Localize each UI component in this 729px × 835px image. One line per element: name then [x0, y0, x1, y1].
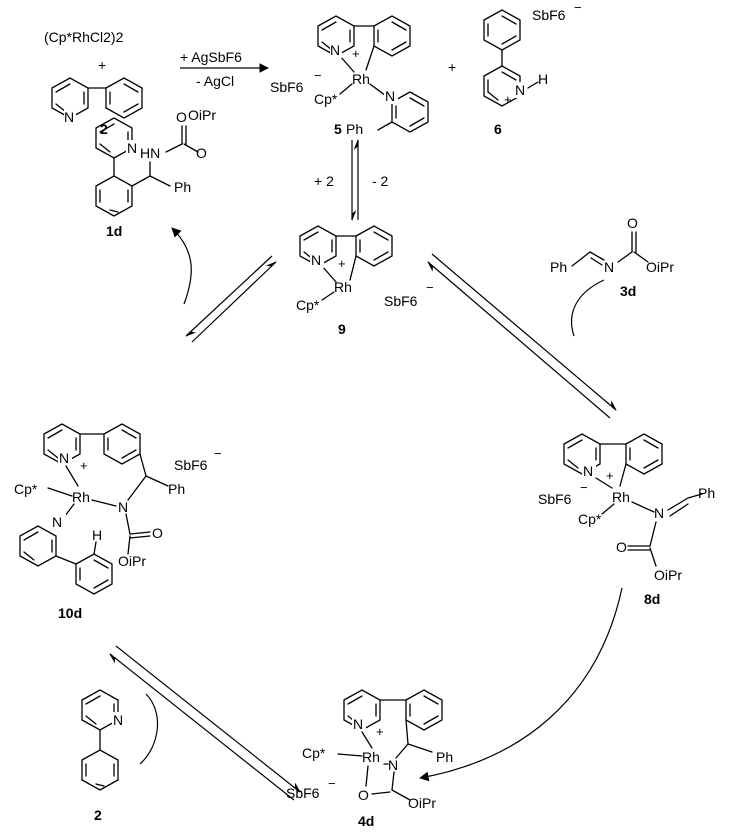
- precursor-group: (Cp*RhCl2)2 + N 2: [44, 29, 143, 137]
- complex-8d-minus: −: [580, 480, 588, 495]
- complex-10d-oipr: OiPr: [118, 553, 146, 569]
- complex-10d-plus: +: [80, 458, 88, 473]
- product-1d-oipr: OiPr: [188, 107, 216, 123]
- complex-5-n: N: [330, 42, 340, 58]
- compound-label-8d: 8d: [644, 591, 660, 607]
- complex-10d-cp: Cp*: [14, 481, 38, 497]
- complex-8d-cp: Cp*: [578, 511, 602, 527]
- complex-10d-h: H: [92, 527, 102, 543]
- activation-arrow: + AgSbF6 - AgCl: [180, 49, 269, 89]
- product-1d-ph: Ph: [174, 179, 191, 195]
- complex-5-plus: +: [352, 46, 360, 61]
- complex-10d-ph: Ph: [168, 481, 185, 497]
- complex-8d-n2: N: [654, 505, 664, 521]
- compound-label-10d: 10d: [58, 605, 82, 621]
- compound-label-2-bottom: 2: [94, 807, 102, 823]
- imine-3d-oipr: OiPr: [646, 259, 674, 275]
- equilibrium-9-8d: [427, 253, 617, 419]
- pyridinium-minus: −: [574, 0, 582, 15]
- complex-4d-o: O: [358, 787, 369, 803]
- imine-3d-n: N: [604, 259, 614, 275]
- complex-9-minus: −: [426, 280, 434, 295]
- complex-10d-minus: −: [214, 446, 222, 461]
- phenylpyridine-bottom-n: N: [113, 712, 123, 728]
- compound-label-5: 5: [334, 121, 342, 137]
- precursor-plus: +: [98, 57, 106, 73]
- complex-9-sbf6: SbF6: [384, 293, 418, 309]
- complex-10d-rh: Rh: [72, 489, 90, 505]
- complex-9-rh: Rh: [334, 279, 352, 295]
- complex-4d-n2: N: [388, 757, 398, 773]
- complex-9-plus: +: [338, 256, 346, 271]
- compound-label-6: 6: [494, 121, 502, 137]
- complex-4d-rh: Rh: [362, 749, 380, 765]
- compound-label-3d: 3d: [620, 283, 636, 299]
- pyridinium-6: N + H SbF6 − 6: [483, 0, 582, 137]
- product-1d-o2: O: [196, 145, 207, 161]
- complex-4d-plus: +: [376, 724, 384, 739]
- complex-8d-sbf6: SbF6: [538, 491, 572, 507]
- complex-5-n2: N: [385, 88, 395, 104]
- pyridinium-h: H: [538, 71, 548, 87]
- complex-4d-minus: −: [328, 776, 336, 791]
- complex-5-sbf6: SbF6: [270, 79, 304, 95]
- equilibrium-10d-4d: [109, 645, 301, 801]
- complex-5-ph: Ph: [346, 121, 363, 137]
- complex-10d-n2: N: [118, 499, 128, 515]
- complex-10d-o: O: [152, 525, 163, 541]
- pyridine-n-label: N: [64, 109, 74, 125]
- pyridinium-n: N: [515, 82, 525, 98]
- equilibrium-plus-2: + 2: [314, 173, 334, 189]
- complex-8d-rh: Rh: [612, 489, 630, 505]
- phenylpyridine-2-top-structure: N: [51, 77, 143, 125]
- complex-5-rh: Rh: [352, 71, 370, 87]
- complex-9: N + Rh Cp* SbF6 − 9: [296, 225, 434, 337]
- complex-8d-ph: Ph: [698, 485, 715, 501]
- pyridinium-plus: +: [504, 92, 512, 107]
- pyridinium-sbf6: SbF6: [532, 7, 566, 23]
- product-1d-n: N: [127, 140, 137, 156]
- equilibrium-5-9: + 2 - 2: [314, 138, 389, 222]
- complex-4d-ph: Ph: [436, 749, 453, 765]
- compound-label-1d: 1d: [106, 223, 122, 239]
- complex-8d-plus: +: [606, 468, 614, 483]
- complex-5-minus: −: [314, 68, 322, 83]
- complex-10d-n3: N: [52, 514, 62, 530]
- complex-10d-sbf6: SbF6: [174, 457, 208, 473]
- complex-10d-n: N: [59, 450, 69, 466]
- complex-8d-o: O: [616, 539, 627, 555]
- plus-between-5-6: +: [448, 59, 456, 75]
- complex-9-n: N: [311, 252, 321, 268]
- complex-4d-sbf6: SbF6: [286, 785, 320, 801]
- complex-8d-n: N: [583, 463, 593, 479]
- reagent-text: + AgSbF6: [180, 49, 242, 65]
- complex-4d-oipr: OiPr: [408, 795, 436, 811]
- phenylpyridine-2-bottom: N 2: [81, 689, 126, 823]
- imine-3d-o: O: [627, 215, 638, 231]
- imine-3d-ph: Ph: [550, 259, 567, 275]
- compound-label-9: 9: [338, 321, 346, 337]
- compound-label-4d: 4d: [358, 813, 374, 829]
- complex-10d: N + Rh Cp* Ph N O OiPr SbF6 − N H 10d: [14, 423, 222, 621]
- complex-4d: N + Rh Cp* Ph N O OiPr SbF6 − 4d: [286, 689, 453, 829]
- complex-4d-n: N: [353, 716, 363, 732]
- product-1d-hn: HN: [140, 145, 160, 161]
- equilibrium-9-10d: [185, 255, 277, 343]
- precursor-text: (Cp*RhCl2)2: [44, 29, 124, 45]
- complex-4d-cp: Cp*: [302, 745, 326, 761]
- complex-5-cp: Cp*: [314, 91, 338, 107]
- product-1d: N Ph HN O O OiPr 1d: [95, 107, 216, 239]
- byproduct-text: - AgCl: [196, 73, 234, 89]
- complex-5: N + Rh Cp* SbF6 − N Ph 5: [270, 15, 429, 137]
- product-1d-o: O: [176, 109, 187, 125]
- equilibrium-minus-2: - 2: [372, 173, 389, 189]
- complex-9-cp: Cp*: [296, 297, 320, 313]
- complex-8d: N + Rh SbF6 − Cp* N Ph O OiPr 8d: [538, 433, 715, 607]
- complex-8d-oipr: OiPr: [654, 567, 682, 583]
- imine-3d: Ph N O OiPr 3d: [550, 215, 674, 299]
